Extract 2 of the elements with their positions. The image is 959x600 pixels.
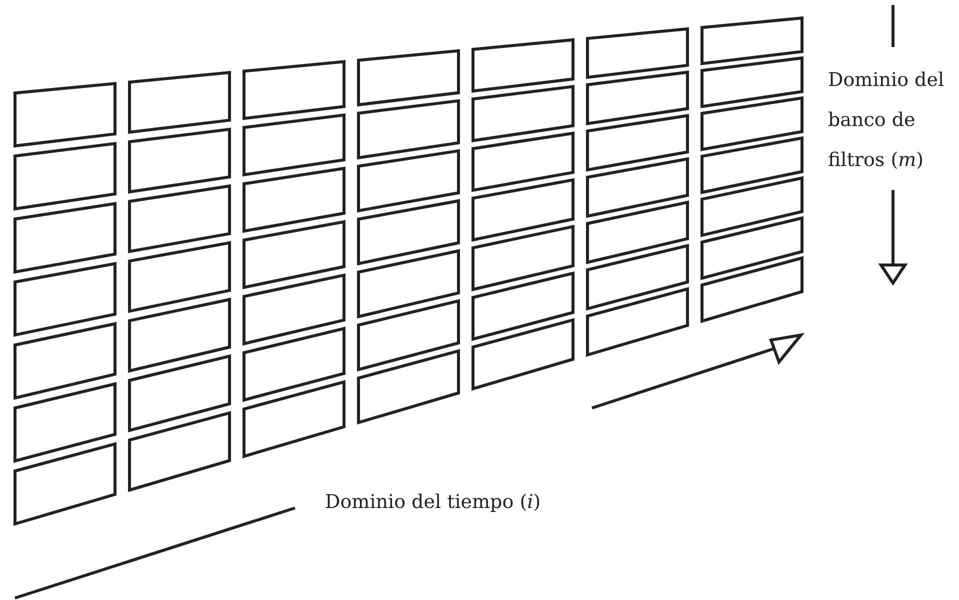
axis-label: Dominio del tiempo (i)	[325, 490, 542, 515]
axis-label: Dominio del banco de filtros (m)	[828, 68, 946, 173]
